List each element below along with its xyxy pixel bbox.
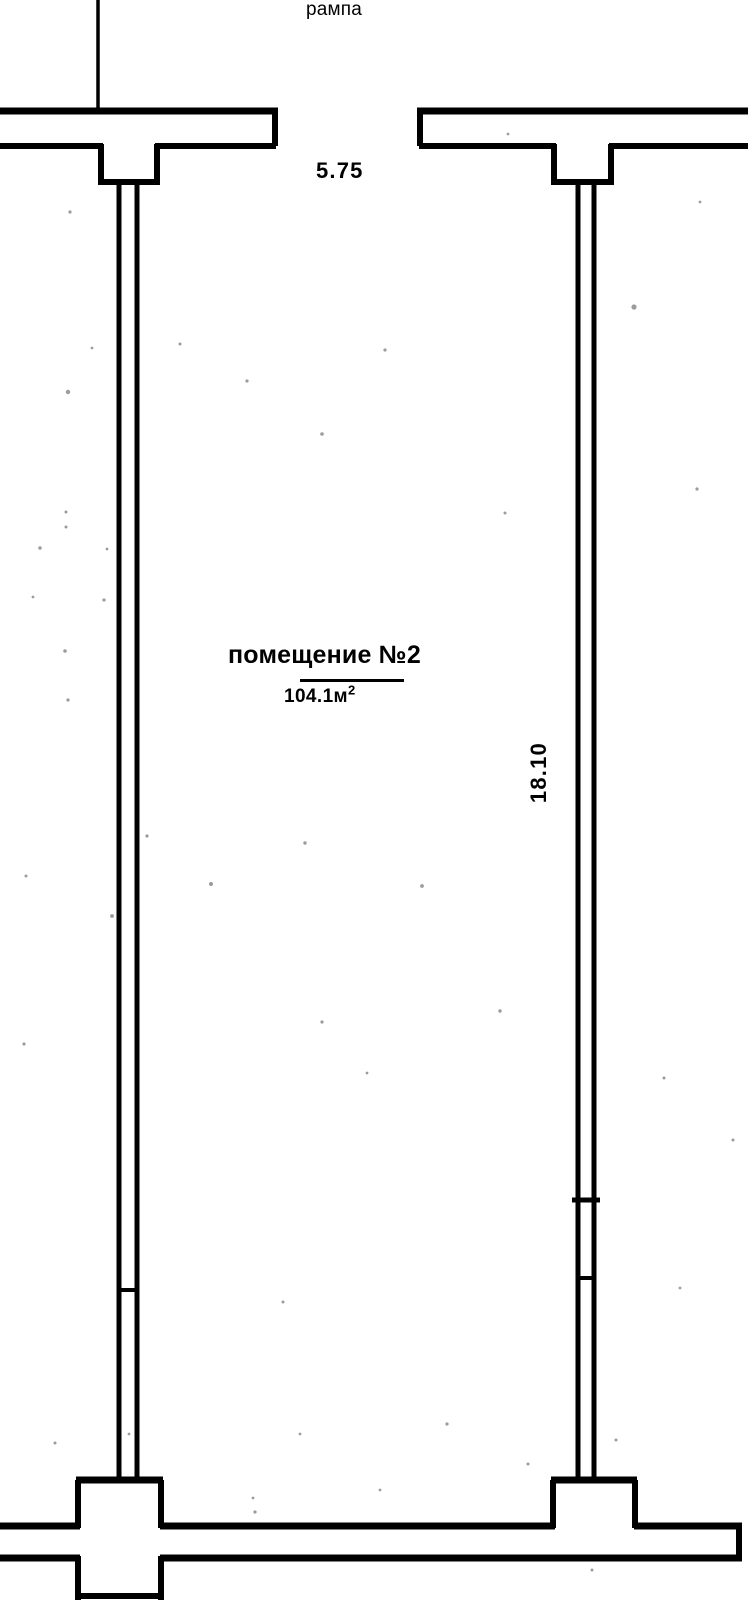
left-wall (116, 180, 140, 1482)
bottom-wall-upper (0, 1476, 742, 1560)
top-wall-right (417, 107, 748, 185)
room-name-label: помещение №2 (228, 641, 421, 669)
area-label-rampa: рампа (306, 0, 363, 20)
room-label-divider (300, 679, 404, 683)
room-area-unit: м (333, 686, 349, 708)
bottom-wall-lower (0, 1554, 742, 1600)
room-area-exponent: 2 (348, 682, 356, 698)
dimension-label-horizontal: 5.75 (316, 158, 364, 183)
top-wall-left (0, 107, 278, 185)
room-area-value: 104.1 (284, 686, 334, 708)
dimension-label-vertical: 18.10 (526, 742, 551, 804)
scan-noise (22, 132, 735, 1572)
right-wall (572, 180, 600, 1482)
room-area-label: 104.1м2 (284, 682, 421, 708)
room-annotation-block: помещение №2 104.1м2 (228, 642, 421, 708)
